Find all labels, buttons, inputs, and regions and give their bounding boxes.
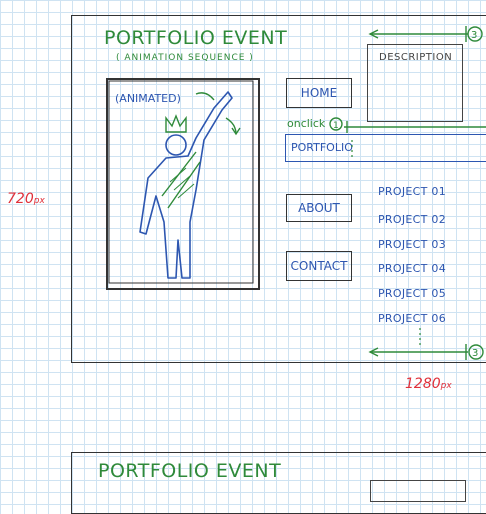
height-dimension-label: 720px [7, 191, 45, 207]
step-middle-number: 1 [333, 121, 339, 131]
step-arrow-onclick [329, 117, 486, 133]
page-title: PORTFOLIO EVENT [104, 27, 288, 49]
height-value: 720 [7, 191, 34, 207]
sash-hatch [169, 167, 187, 183]
onclick-annotation: onclick [287, 117, 326, 130]
home-button-label: HOME [300, 86, 338, 100]
home-button[interactable]: HOME [286, 78, 352, 108]
step-arrow-top [368, 26, 483, 42]
step-arrow-bottom [368, 344, 484, 360]
width-unit: px [440, 381, 452, 391]
motion-arrow-icon [195, 92, 215, 101]
description-label: DESCRIPTION [379, 52, 453, 63]
width-value: 1280 [405, 376, 441, 392]
sketch-strokes: 3 1 3 [108, 26, 486, 360]
page-subtitle: ( ANIMATION SEQUENCE ) [116, 53, 254, 63]
crown-icon [165, 114, 187, 133]
step-bottom-number: 3 [472, 348, 478, 359]
portfolio-button[interactable]: PORTFOLIO [285, 134, 486, 162]
description-box [367, 44, 463, 122]
sash-hatch [177, 183, 195, 199]
figure-icon [139, 91, 233, 279]
project-item[interactable]: PROJECT 02 [378, 213, 447, 226]
motion-arrow-icon [225, 117, 241, 136]
project-item[interactable]: PROJECT 06 [378, 312, 447, 325]
second-page-title: PORTFOLIO EVENT [98, 460, 282, 482]
project-item[interactable]: PROJECT 05 [378, 287, 447, 300]
animated-label: (ANIMATED) [115, 92, 181, 105]
project-item[interactable]: PROJECT 01 [378, 185, 447, 198]
project-item[interactable]: PROJECT 04 [378, 262, 447, 275]
animated-image-box [106, 78, 260, 290]
wireframe-frame [71, 15, 486, 363]
image-inner-border [108, 80, 254, 284]
contact-button[interactable]: CONTACT [286, 251, 352, 281]
step-top-number: 3 [471, 30, 477, 41]
project-item[interactable]: PROJECT 03 [378, 238, 447, 251]
width-dimension-label: 1280px [405, 376, 452, 392]
height-unit: px [33, 196, 45, 206]
portfolio-button-label: PORTFOLIO [291, 141, 353, 154]
about-button[interactable]: ABOUT [286, 194, 352, 222]
about-button-label: ABOUT [298, 201, 340, 215]
contact-button-label: CONTACT [290, 259, 348, 273]
sash-hatch [173, 175, 191, 191]
